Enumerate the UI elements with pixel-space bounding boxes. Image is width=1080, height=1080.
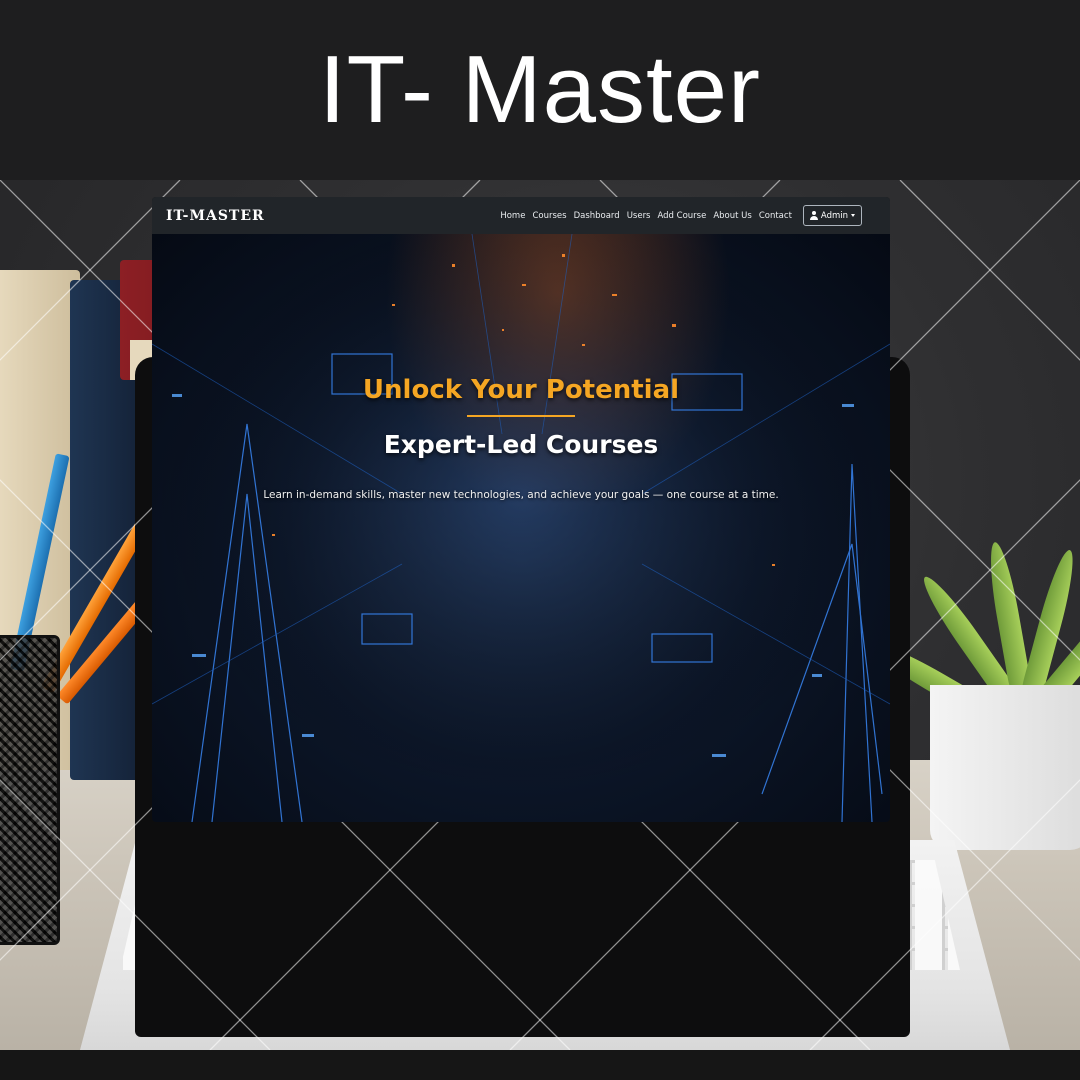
site-brand[interactable]: IT-MASTER: [166, 207, 265, 224]
nav-dashboard[interactable]: Dashboard: [573, 210, 620, 221]
hero-divider: [467, 415, 575, 417]
pencil-cup: [0, 635, 60, 945]
caret-down-icon: [851, 214, 855, 217]
site-navbar: IT-MASTER Home Courses Dashboard Users A…: [152, 197, 890, 234]
nav-home[interactable]: Home: [500, 210, 526, 221]
hero-background-art: [152, 234, 890, 822]
admin-dropdown-button[interactable]: Admin: [802, 205, 862, 226]
hero-title: Unlock Your Potential: [362, 375, 680, 405]
plant-pot: [930, 685, 1080, 850]
nav-users[interactable]: Users: [626, 210, 651, 221]
hero-subtitle: Expert-Led Courses: [383, 430, 659, 459]
nav-links: Home Courses Dashboard Users Add Course …: [500, 205, 876, 226]
hero-content: Unlock Your Potential Expert-Led Courses…: [152, 234, 890, 822]
user-icon: [809, 211, 818, 220]
hero-description: Learn in-demand skills, master new techn…: [263, 489, 779, 501]
nav-about-us[interactable]: About Us: [713, 210, 752, 221]
banner: IT- Master: [0, 0, 1080, 180]
laptop-screen: IT-MASTER Home Courses Dashboard Users A…: [152, 197, 890, 822]
bottom-band: [0, 1050, 1080, 1080]
hero-section: Unlock Your Potential Expert-Led Courses…: [152, 234, 890, 822]
admin-label: Admin: [820, 210, 848, 221]
nav-add-course[interactable]: Add Course: [657, 210, 707, 221]
banner-title: IT- Master: [318, 36, 762, 143]
nav-courses[interactable]: Courses: [532, 210, 567, 221]
nav-contact[interactable]: Contact: [758, 210, 792, 221]
